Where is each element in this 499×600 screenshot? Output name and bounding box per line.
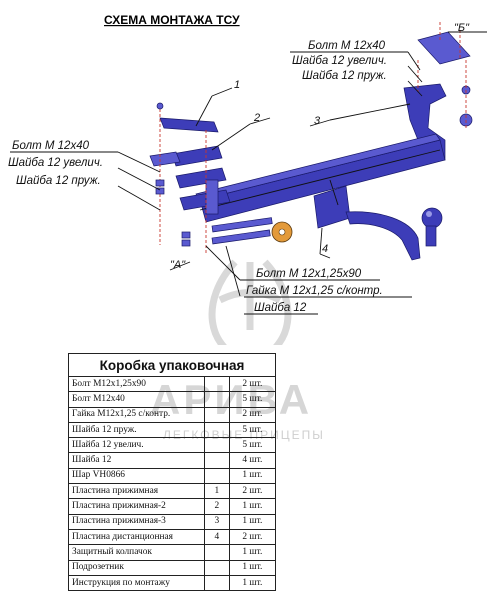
table-cell-qty: 5 шт. (228, 421, 277, 439)
table-cell-qty: 1 шт. (228, 559, 277, 576)
table-cell-qty: 2 шт. (228, 406, 277, 423)
table-cell-name: Болт М12х40 (67, 391, 206, 408)
left-brackets (149, 145, 231, 215)
table-cell-name: Шайба 12 увелич. (67, 437, 206, 454)
table-row: Гайка М12х1,25 с/контр. 2 шт. (67, 406, 277, 423)
view-label-b: "Б" (454, 22, 470, 34)
table-cell-name: Болт М12х1,25х90 (67, 375, 206, 393)
view-label-a: "А" (170, 259, 186, 271)
table-cell-pos: 1 (204, 483, 230, 500)
table-cell-name: Гайка М12х1,25 с/контр. (67, 406, 206, 423)
callout-right: Болт М 12х40 Шайба 12 увелич. Шайба 12 п… (292, 40, 387, 82)
table-row: Подрозетник 1 шт. (67, 559, 277, 576)
table-cell-qty: 1 шт. (228, 513, 277, 530)
table-cell-name: Защитный колпачок (67, 544, 206, 561)
table-cell-qty: 1 шт. (228, 574, 277, 592)
table-cell-pos: 3 (204, 513, 230, 530)
svg-text:Шайба 12 увелич.: Шайба 12 увелич. (8, 157, 103, 169)
table-cell-qty: 5 шт. (228, 391, 277, 408)
table-cell-pos (204, 452, 230, 469)
table-cell-name: Пластина дистанционная (67, 528, 206, 546)
table-cell-qty: 1 шт. (228, 467, 277, 485)
table-cell-name: Инструкция по монтажу (67, 574, 206, 592)
table-row: Защитный колпачок 1 шт. (67, 544, 277, 561)
table-row: Шайба 12 увелич. 5 шт. (67, 437, 277, 454)
table-cell-name: Пластина прижимная-3 (67, 513, 206, 530)
table-title: Коробка упаковочная (68, 353, 276, 377)
top-plate-b: "Б" (417, 22, 487, 65)
callout-bottom: Болт М 12х1,25х90 Гайка М 12х1,25 с/конт… (244, 268, 412, 315)
table-cell-pos (204, 437, 230, 454)
svg-text:Шайба 12 увелич.: Шайба 12 увелич. (292, 55, 387, 67)
watermark-logo (208, 259, 292, 345)
table-cell-qty: 2 шт. (228, 528, 277, 546)
svg-text:Гайка М 12х1,25 с/контр.: Гайка М 12х1,25 с/контр. (246, 285, 383, 297)
plate-1 (155, 102, 219, 255)
table-row: Шайба 12 4 шт. (67, 452, 277, 469)
table-cell-qty: 5 шт. (228, 437, 277, 454)
table-cell-qty: 1 шт. (228, 544, 277, 561)
table-cell-pos: 2 (204, 498, 230, 515)
table-cell-name: Пластина прижимная-2 (67, 498, 206, 515)
table-cell-pos: 4 (204, 528, 230, 546)
position-3-label: 3 (314, 115, 321, 127)
table-cell-pos (204, 544, 230, 561)
svg-text:Болт М 12х40: Болт М 12х40 (12, 140, 90, 152)
table-cell-pos (204, 559, 230, 576)
table-row: Болт М12х1,25х90 2 шт. (67, 375, 277, 393)
callout-left: Болт М 12х40 Шайба 12 увелич. Шайба 12 п… (8, 140, 103, 187)
table-cell-pos (204, 421, 230, 439)
table-cell-pos (204, 391, 230, 408)
position-4-label: 4 (322, 243, 328, 255)
table-cell-qty: 4 шт. (228, 452, 277, 469)
tow-hitch (211, 179, 443, 261)
position-1-label: 1 (234, 79, 240, 91)
table-cell-pos (204, 406, 230, 423)
svg-text:Болт М 12х1,25х90: Болт М 12х1,25х90 (256, 268, 362, 280)
page-title: СХЕМА МОНТАЖА ТСУ (104, 13, 240, 27)
table-cell-pos (204, 467, 230, 485)
svg-text:Шайба 12 пруж.: Шайба 12 пруж. (16, 175, 101, 187)
table-row: Шайба 12 пруж. 5 шт. (67, 421, 277, 439)
table-cell-name: Пластина прижимная (67, 483, 206, 500)
table-cell-name: Шайба 12 (67, 452, 206, 469)
table-row: Шар VH0866 1 шт. (67, 467, 277, 485)
table-cell-qty: 1 шт. (228, 498, 277, 515)
table-cell-name: Шайба 12 пруж. (67, 421, 206, 439)
leader-lines (10, 51, 423, 297)
svg-text:Шайба 12: Шайба 12 (254, 302, 307, 314)
table-cell-qty: 2 шт. (228, 483, 277, 500)
crossbar (195, 133, 446, 223)
svg-text:Шайба 12 пруж.: Шайба 12 пруж. (302, 70, 387, 82)
table-cell-pos (204, 375, 230, 393)
table-cell-pos (204, 574, 230, 592)
position-2-label: 2 (253, 112, 260, 124)
towbar-diagram: СХЕМА МОНТАЖА ТСУ "Б" (8, 13, 487, 345)
table-row: Инструкция по монтажу 1 шт. (67, 574, 277, 592)
packing-box-table: Коробка упаковочная Болт М12х1,25х90 2 шт… (67, 353, 277, 592)
table-row: Болт М12х40 5 шт. (67, 391, 277, 408)
table-cell-name: Подрозетник (67, 559, 206, 576)
table-cell-name: Шар VH0866 (67, 467, 206, 485)
table-cell-qty: 2 шт. (228, 375, 277, 393)
svg-text:Болт М 12х40: Болт М 12х40 (308, 40, 386, 52)
